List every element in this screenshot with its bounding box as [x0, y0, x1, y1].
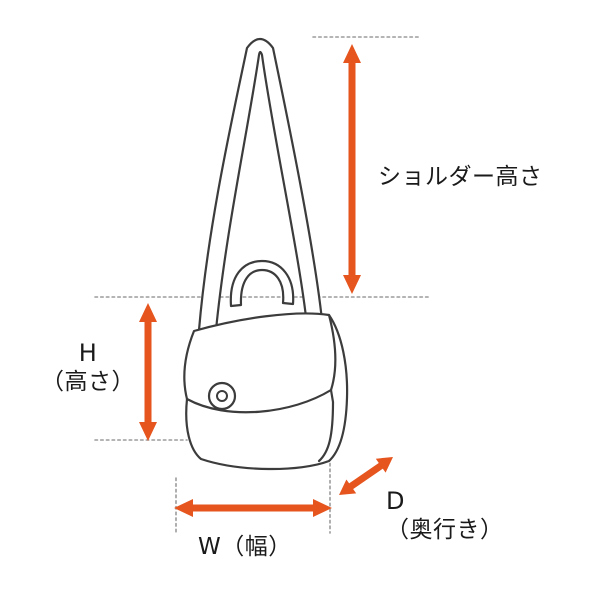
guide-lines: [94, 36, 431, 534]
width-arrow: [174, 499, 332, 517]
shoulder-height-arrow: [343, 44, 361, 294]
height-name: （高さ）: [41, 369, 135, 395]
height-abbr: H: [78, 339, 98, 367]
bag-clasp: [207, 381, 237, 411]
depth-abbr: D: [386, 487, 405, 515]
bag-handle: [229, 259, 295, 308]
bag-body: [183, 312, 349, 471]
depth-arrow: [339, 457, 393, 495]
depth-name: （奥行き）: [386, 517, 504, 543]
bag-gusset-seam: [317, 388, 335, 463]
measurement-arrows: [139, 44, 393, 517]
bag-flap-edge: [185, 313, 337, 414]
shoulder-height-label: ショルダー高さ: [378, 164, 543, 190]
depth-label: D （奥行き）: [386, 486, 504, 545]
height-arrow: [139, 303, 157, 441]
height-label: H （高さ）: [40, 338, 136, 397]
bag-strap: [197, 37, 325, 332]
width-label: W（幅）: [198, 534, 292, 560]
